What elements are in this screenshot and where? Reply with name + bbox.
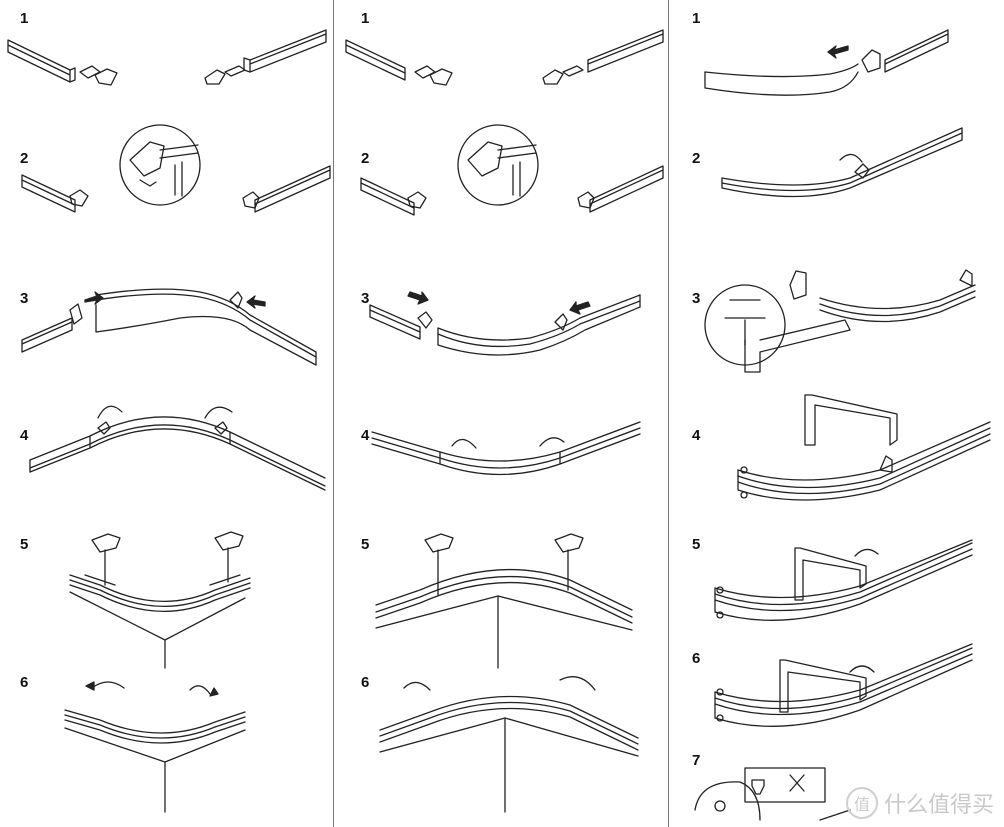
right-step3-bracket [704, 269, 976, 373]
step-number: 5 [361, 536, 370, 553]
step-number: 4 [692, 427, 701, 444]
middle-step2-rails [360, 124, 664, 216]
left-step2-rails [21, 124, 331, 213]
middle-step4-rail [371, 421, 641, 476]
step-number: 7 [692, 752, 701, 769]
middle-step6-corner [379, 676, 639, 813]
watermark-text: 什么值得买 [883, 793, 994, 818]
step-number: 6 [20, 674, 29, 691]
step-number: 2 [361, 150, 370, 167]
step-number: 4 [20, 427, 29, 444]
step-number: 5 [20, 536, 29, 553]
zhi-logo-icon: 值 [845, 787, 878, 819]
middle-step3-rails [369, 291, 641, 356]
left-step5-corner [69, 531, 251, 669]
left-step4-rail [29, 405, 326, 491]
middle-step5-corner [375, 533, 633, 669]
step-number: 2 [20, 150, 29, 167]
step-number: 2 [692, 150, 701, 167]
left-step1-rails [7, 29, 327, 86]
right-step1-rails [704, 29, 949, 96]
step-number: 3 [361, 290, 370, 307]
step-number: 4 [361, 427, 370, 444]
left-step6-corner [64, 681, 246, 813]
right-step4-bracket [737, 394, 991, 501]
step-number: 3 [20, 290, 29, 307]
right-step2-rails [721, 127, 963, 198]
left-step3-rails [21, 288, 317, 366]
step-number: 1 [361, 10, 370, 27]
step-number: 6 [361, 674, 370, 691]
step-number: 6 [692, 650, 701, 667]
step-number: 1 [692, 10, 701, 27]
panel-divider-left [333, 0, 334, 827]
panel-divider-right [668, 0, 669, 827]
step-number: 3 [692, 290, 701, 307]
right-step6-bracket [714, 643, 973, 727]
right-step5-bracket [714, 539, 973, 621]
right-step7-detail [694, 767, 851, 821]
watermark: 值 什么值得买 [845, 787, 994, 819]
step-number: 1 [20, 10, 29, 27]
step-number: 5 [692, 536, 701, 553]
middle-step1-rails [345, 29, 664, 86]
